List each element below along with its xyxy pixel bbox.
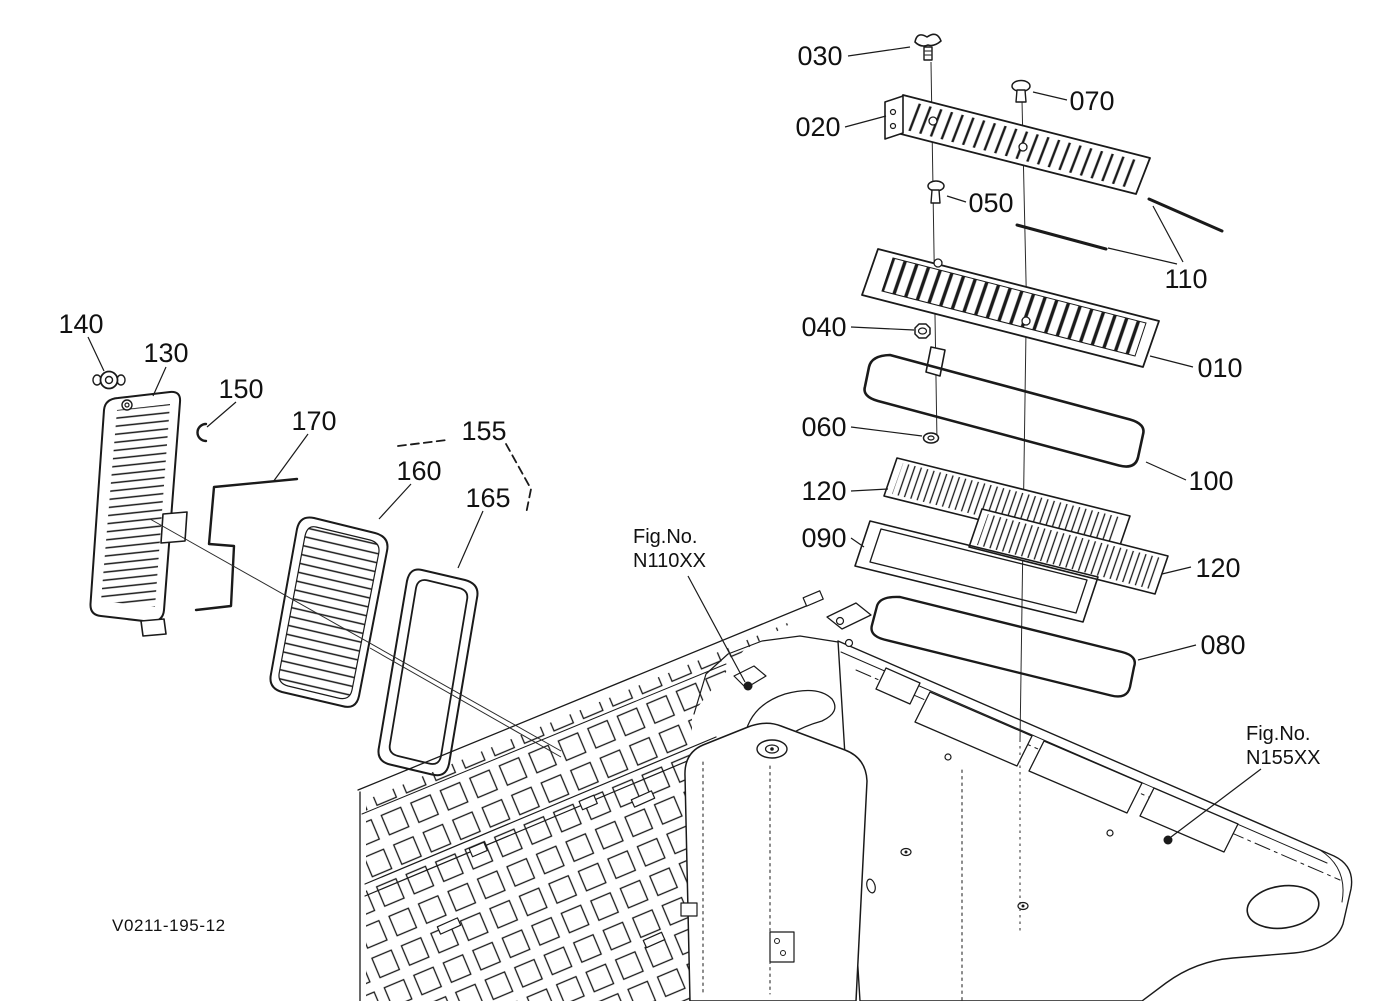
drawing-number: V0211-195-12 xyxy=(112,916,226,935)
leader-050 xyxy=(946,195,967,203)
part-110-rods xyxy=(1015,197,1224,251)
leader-140 xyxy=(87,336,105,372)
leader-165 xyxy=(457,510,484,569)
leader-lines xyxy=(87,46,1262,845)
tank-bracket xyxy=(680,902,698,917)
leader-160 xyxy=(378,483,412,520)
fig-n155-label: Fig.No. xyxy=(1246,723,1310,745)
part-150-snap-ring xyxy=(196,422,208,443)
callout-030: 030 xyxy=(797,41,842,71)
machine-body xyxy=(357,590,1353,1001)
leader-120-right xyxy=(1161,566,1192,575)
part-165-seal-ring xyxy=(377,568,479,777)
leader-070 xyxy=(1032,91,1068,101)
leader-130 xyxy=(152,366,167,397)
leader-100 xyxy=(1145,461,1187,481)
cover-bottom-tab xyxy=(140,618,167,637)
part-060-washer xyxy=(922,432,940,444)
deck-opening xyxy=(1028,740,1143,814)
leader-110-a xyxy=(1107,247,1178,265)
callout-130: 130 xyxy=(143,338,188,368)
tank xyxy=(680,722,868,1001)
callout-040: 040 xyxy=(801,312,846,342)
small-rod xyxy=(436,917,462,935)
leader-020 xyxy=(844,115,887,128)
tank-plate xyxy=(769,931,795,963)
deck-round-hole xyxy=(1246,884,1320,930)
callout-120-right: 120 xyxy=(1195,553,1240,583)
fig-n155-code: N155XX xyxy=(1246,747,1321,769)
leader-090 xyxy=(850,537,865,548)
leader-010 xyxy=(1149,355,1194,368)
fig-n110-label: Fig.No. xyxy=(633,526,697,548)
part-020-slotted-cover xyxy=(884,94,1151,195)
part-130-louvered-cover xyxy=(89,390,188,637)
part-070-bolt xyxy=(1011,79,1031,103)
callout-160: 160 xyxy=(396,456,441,486)
part-050-screw xyxy=(927,180,945,204)
leader-060 xyxy=(850,426,923,437)
frame-tab xyxy=(925,346,946,377)
perforated-panel xyxy=(357,590,824,1001)
deck-opening xyxy=(1139,787,1239,853)
cover-side-tab xyxy=(160,511,188,544)
part-010-grille-panel xyxy=(861,248,1160,368)
small-rod xyxy=(642,931,666,949)
leader-040 xyxy=(850,326,915,331)
small-rod xyxy=(630,790,656,808)
leader-170 xyxy=(272,433,309,483)
part-120-filter-lower xyxy=(968,508,1169,595)
callout-010: 010 xyxy=(1197,353,1242,383)
callout-170: 170 xyxy=(291,406,336,436)
deck-opening xyxy=(875,667,921,705)
leader-110-b xyxy=(1152,205,1184,263)
part-155-dashed-leader xyxy=(397,439,532,515)
fig-n110-point xyxy=(743,681,753,691)
callout-140: 140 xyxy=(58,309,103,339)
callout-060: 060 xyxy=(801,412,846,442)
cab-bracket xyxy=(733,665,767,689)
leader-fig-n110 xyxy=(687,575,746,683)
part-170-wire-rod xyxy=(194,477,299,612)
callout-155: 155 xyxy=(461,416,506,446)
part-080-gasket xyxy=(870,595,1136,698)
callout-165: 165 xyxy=(465,483,510,513)
leader-fig-n155 xyxy=(1170,768,1262,838)
left-parts xyxy=(89,370,562,777)
callout-070: 070 xyxy=(1069,86,1114,116)
panel-tip-bracket xyxy=(802,590,824,607)
fig-n110-code: N110XX xyxy=(633,550,706,572)
deck-opening xyxy=(914,691,1033,767)
cover-end-bracket xyxy=(884,95,904,140)
part-090-seal-frame xyxy=(854,520,1099,623)
exploded-stack xyxy=(854,33,1224,932)
part-160-filter-element xyxy=(269,516,389,708)
part-040-nut xyxy=(914,323,931,339)
part-140-knob xyxy=(92,370,126,390)
assembly-line xyxy=(369,647,562,758)
fig-n155-point xyxy=(1163,835,1173,845)
callout-110: 110 xyxy=(1164,264,1207,294)
figure-references: Fig.No. N110XX Fig.No. N155XX xyxy=(633,526,1321,769)
leader-080 xyxy=(1137,644,1197,661)
callout-090: 090 xyxy=(801,523,846,553)
deck-panel xyxy=(826,602,1353,1001)
deck-hinge-bracket xyxy=(826,602,872,630)
leader-030 xyxy=(847,46,911,57)
part-030-wing-bolt xyxy=(914,33,942,61)
leader-120-left xyxy=(850,488,889,492)
callout-050: 050 xyxy=(968,188,1013,218)
callout-080: 080 xyxy=(1200,630,1245,660)
part-100-wire-frame xyxy=(863,346,1145,468)
callout-150: 150 xyxy=(218,374,263,404)
callout-120-left: 120 xyxy=(801,476,846,506)
leader-150 xyxy=(206,401,237,428)
callout-100: 100 xyxy=(1188,466,1233,496)
assembly-line xyxy=(149,518,562,752)
callout-020: 020 xyxy=(795,112,840,142)
callout-labels: 030 070 020 050 110 040 010 060 100 120 … xyxy=(58,41,1245,660)
